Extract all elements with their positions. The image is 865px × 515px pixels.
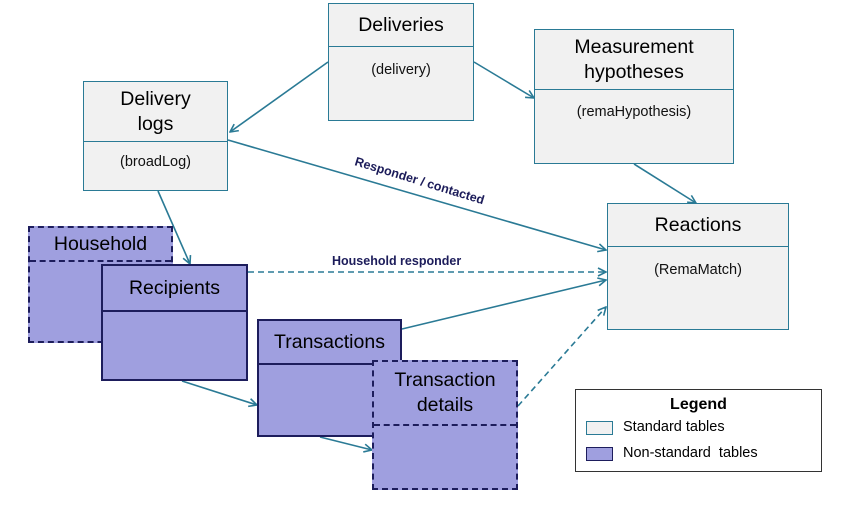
legend-label-standard: Standard tables xyxy=(623,419,725,435)
legend-swatch-non-standard xyxy=(586,447,613,461)
table-reactions: Reactions (RemaMatch) xyxy=(607,203,789,330)
arrow-recipients-to-transactions xyxy=(181,380,257,405)
legend-label-non-standard: Non-standard tables xyxy=(623,445,758,461)
table-internal-name: (delivery) xyxy=(371,62,431,78)
legend: Legend Standard tables Non-standard tabl… xyxy=(575,389,822,472)
table-internal-name: (RemaMatch) xyxy=(654,262,742,278)
label-household-responder: Household responder xyxy=(332,254,461,268)
table-title: Recipients xyxy=(103,266,246,312)
table-title: Delivery logs xyxy=(84,82,227,142)
table-title: Transaction details xyxy=(374,362,516,426)
table-transaction-details: Transaction details xyxy=(372,360,518,490)
table-internal-name: (remaHypothesis) xyxy=(576,104,692,120)
table-title: Measurement hypotheses xyxy=(535,30,733,90)
table-title: Reactions xyxy=(608,204,788,247)
table-title: Transactions xyxy=(259,321,400,365)
table-deliveries: Deliveries (delivery) xyxy=(328,3,474,121)
arrow-deliveries-to-delivery-logs xyxy=(230,61,329,132)
label-responder-contacted: Responder / contacted xyxy=(353,154,486,207)
arrow-transactions-to-reactions xyxy=(401,280,606,330)
arrow-deliveries-to-hypotheses xyxy=(473,61,534,98)
table-internal-name: (broadLog) xyxy=(120,154,191,170)
table-title: Household xyxy=(30,228,171,262)
table-delivery-logs: Delivery logs (broadLog) xyxy=(83,81,228,191)
arrow-logs-to-reactions xyxy=(227,139,606,250)
arrow-hypotheses-to-reactions xyxy=(633,163,696,203)
table-title: Deliveries xyxy=(329,4,473,47)
legend-swatch-standard xyxy=(586,421,613,435)
legend-title: Legend xyxy=(670,396,727,413)
arrow-logs-to-recipients xyxy=(157,190,190,264)
arrow-transactions-to-details xyxy=(319,436,372,450)
table-measurement-hypotheses: Measurement hypotheses (remaHypothesis) xyxy=(534,29,734,164)
table-recipients: Recipients xyxy=(101,264,248,381)
arrow-details-to-reactions xyxy=(517,307,606,407)
